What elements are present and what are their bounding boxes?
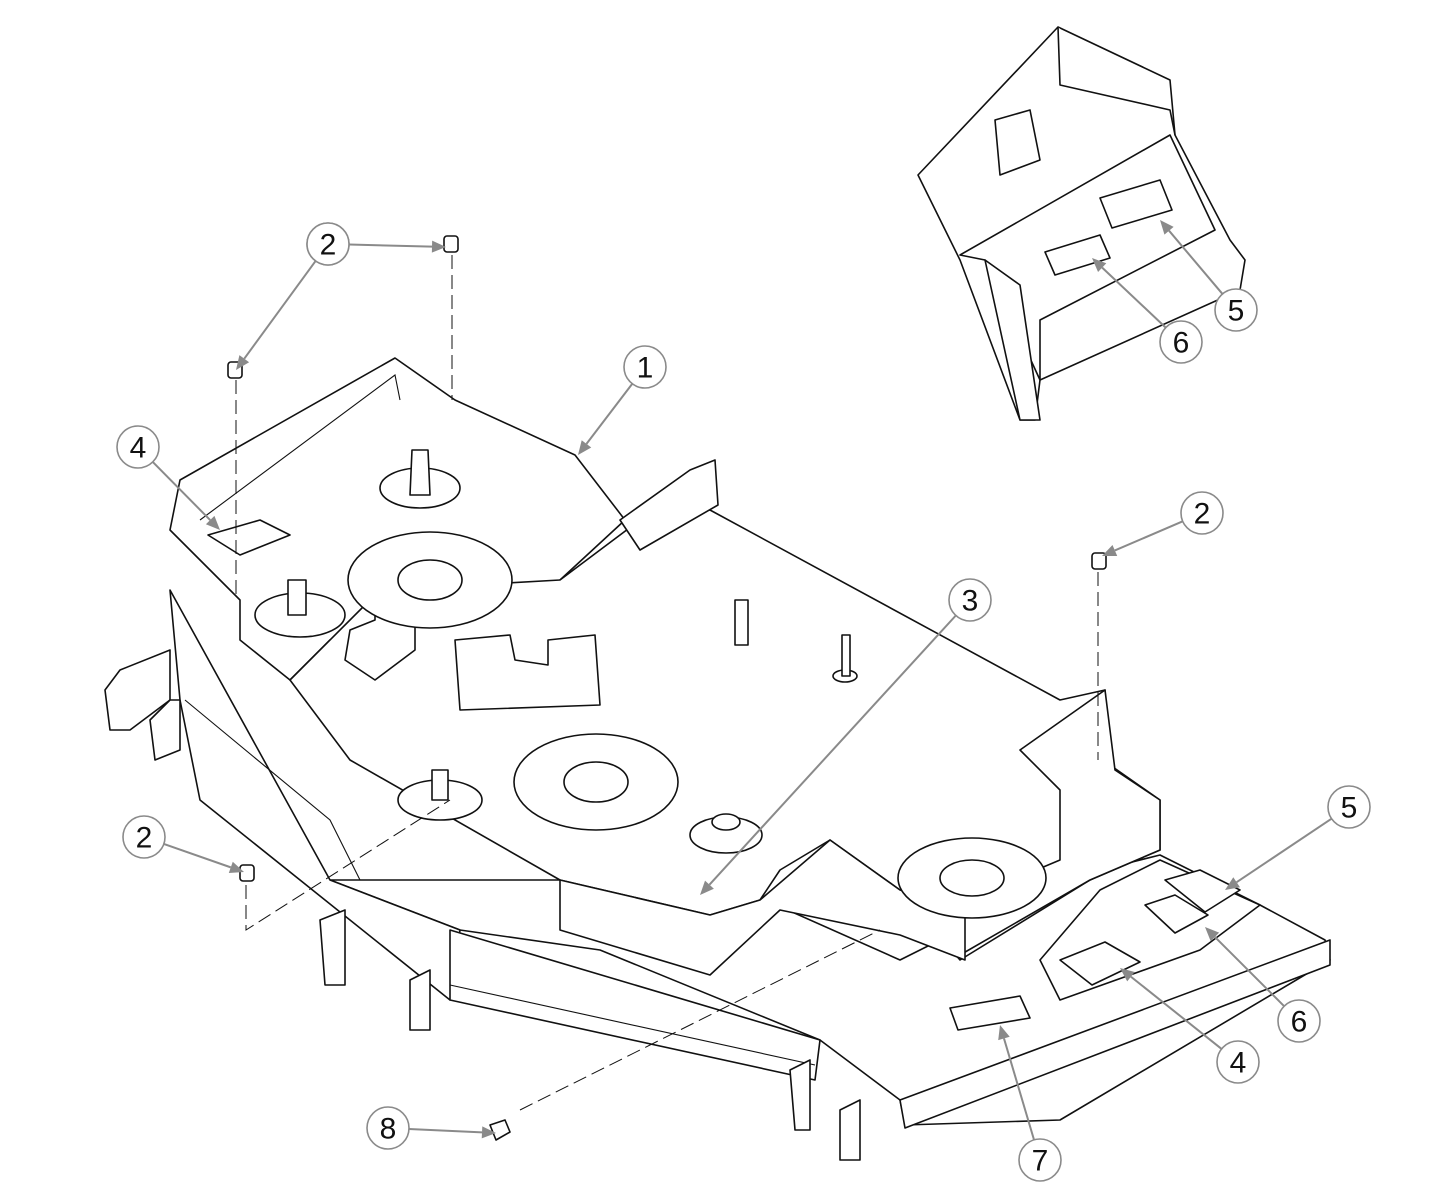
- callouts-layer: 12222344556678: [116, 220, 1371, 1182]
- callout-8: 8: [366, 1106, 496, 1150]
- callout-5: 5: [1225, 785, 1371, 890]
- callout-4: 4: [1120, 968, 1260, 1084]
- callout-6: 6: [1092, 258, 1203, 364]
- arrowhead: [998, 1025, 1010, 1041]
- callout-number: 5: [1228, 295, 1245, 328]
- arrowhead: [1205, 927, 1220, 942]
- callout-bubble: [1277, 999, 1321, 1043]
- arrowhead: [228, 861, 244, 874]
- callout-bubble: [1018, 1138, 1062, 1182]
- callout-number: 6: [1291, 1006, 1308, 1039]
- deck-housing: [104, 255, 1331, 1161]
- leader-line: [1101, 266, 1167, 329]
- callout-number: 1: [637, 352, 654, 385]
- callout-number: 4: [130, 432, 147, 465]
- callout-2: 2: [236, 222, 350, 370]
- arrowhead: [481, 1126, 496, 1139]
- bolt: [489, 1119, 511, 1141]
- clip-nut-left-lower: [239, 864, 255, 882]
- arrowhead: [1225, 877, 1240, 890]
- callout-bubble: [122, 815, 166, 859]
- callout-2: 2: [122, 815, 244, 874]
- arrowhead: [236, 355, 250, 370]
- callout-5: 5: [1160, 220, 1258, 332]
- callout-bubble: [1216, 1040, 1260, 1084]
- leader-line: [408, 1127, 483, 1134]
- callout-4: 4: [116, 425, 220, 530]
- leader-line: [163, 842, 232, 869]
- callout-1: 1: [578, 345, 667, 455]
- arrowhead: [1092, 258, 1107, 272]
- leader-line: [708, 614, 957, 886]
- leader-line: [1168, 230, 1224, 295]
- callout-bubble: [1327, 785, 1371, 829]
- arrowhead: [578, 440, 592, 455]
- callout-6: 6: [1205, 927, 1321, 1043]
- leader-line: [1236, 817, 1333, 884]
- callout-3: 3: [700, 578, 992, 895]
- arrowhead: [431, 240, 446, 253]
- callout-bubble: [306, 222, 350, 266]
- arrowhead: [1160, 220, 1174, 235]
- leader-line: [348, 243, 433, 248]
- callout-bubble: [1159, 320, 1203, 364]
- callout-number: 5: [1341, 792, 1358, 825]
- callout-bubble: [1180, 491, 1224, 535]
- callout-bubble: [366, 1106, 410, 1150]
- callout-bubble: [116, 425, 160, 469]
- clip-nut-right: [1091, 552, 1107, 570]
- callout-number: 4: [1230, 1047, 1247, 1080]
- clip-nut-top: [443, 235, 459, 253]
- leader-line: [152, 461, 211, 521]
- inset-detail-view: [917, 26, 1246, 421]
- arrowhead: [205, 515, 220, 530]
- callout-7: 7: [998, 1025, 1062, 1182]
- callout-number: 6: [1173, 327, 1190, 360]
- leader-line: [1214, 936, 1285, 1007]
- callout-number: 2: [136, 822, 153, 855]
- callout-bubble: [623, 345, 667, 389]
- callout-number: 8: [380, 1113, 397, 1146]
- arrowhead: [1120, 968, 1135, 982]
- callout-2: 2: [1102, 491, 1224, 556]
- callout-number: 2: [1194, 498, 1211, 531]
- leader-line: [243, 260, 317, 360]
- arrowhead: [700, 880, 714, 895]
- leader-line: [1114, 520, 1184, 552]
- callout-number: 2: [320, 229, 337, 262]
- leader-line: [1130, 975, 1223, 1050]
- callout-number: 3: [962, 585, 979, 618]
- arrowhead: [1102, 544, 1118, 556]
- leader-line: [1003, 1038, 1035, 1141]
- callout-bubble: [1214, 288, 1258, 332]
- leader-line: [585, 383, 634, 445]
- callout-bubble: [948, 578, 992, 622]
- callout-number: 7: [1032, 1145, 1049, 1178]
